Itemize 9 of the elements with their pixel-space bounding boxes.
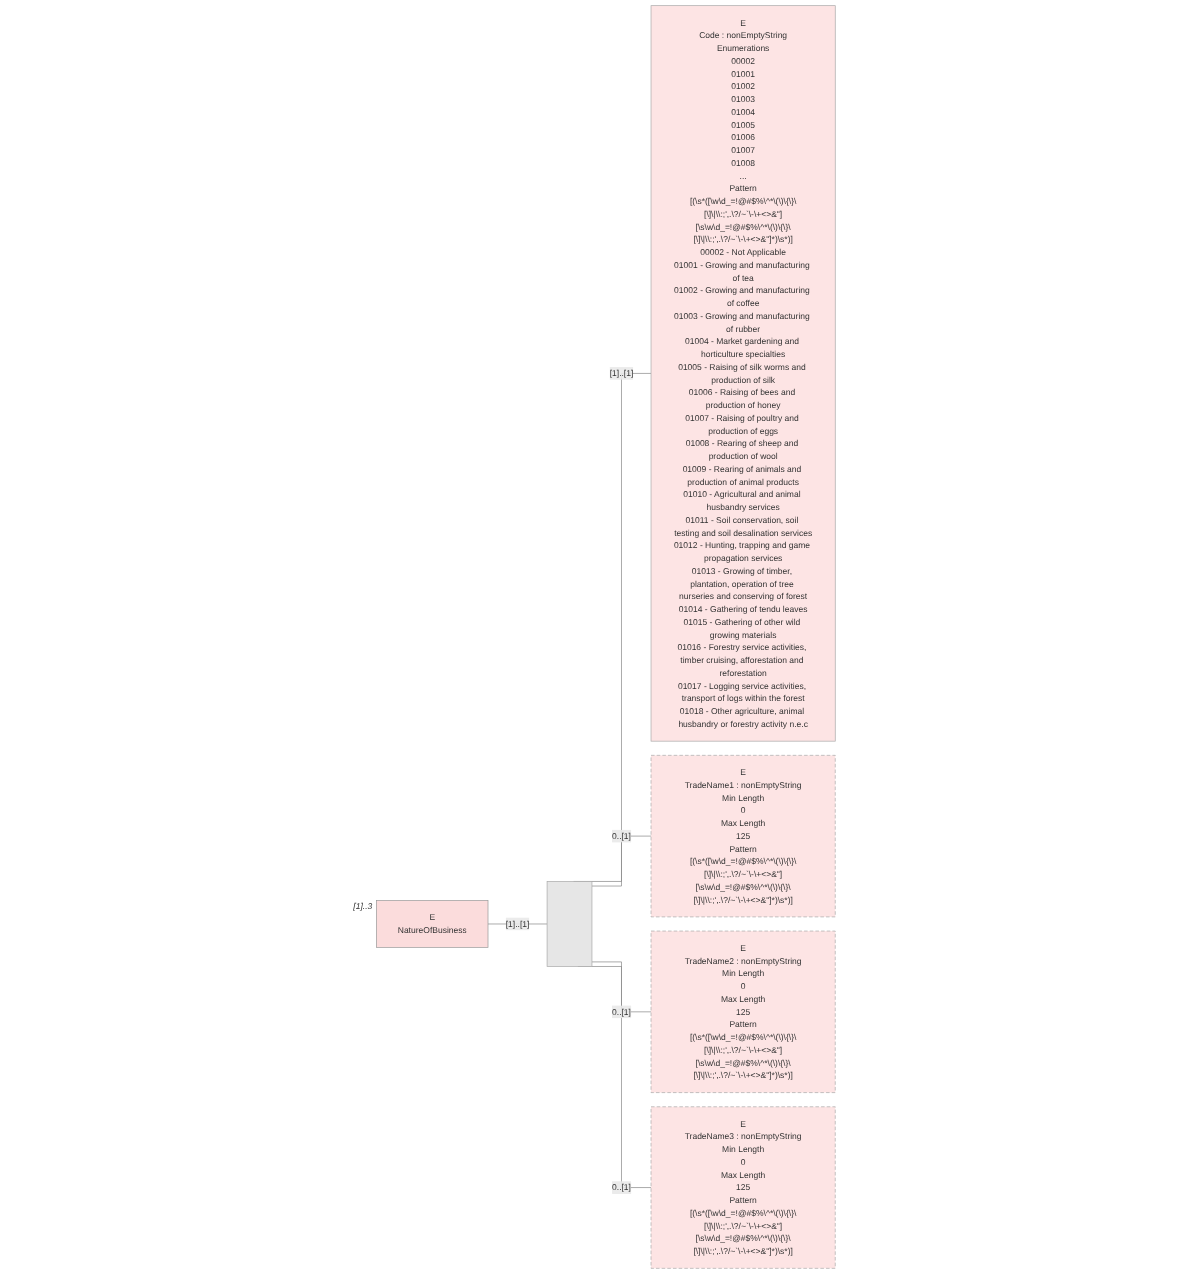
connector (591, 961, 652, 1013)
node-bar (546, 881, 593, 967)
node-box (376, 900, 489, 948)
node-box (650, 5, 836, 742)
node-box (650, 930, 836, 1093)
node-box (650, 754, 836, 918)
connector (487, 923, 548, 925)
connector (591, 835, 652, 887)
node-box (650, 1106, 836, 1269)
